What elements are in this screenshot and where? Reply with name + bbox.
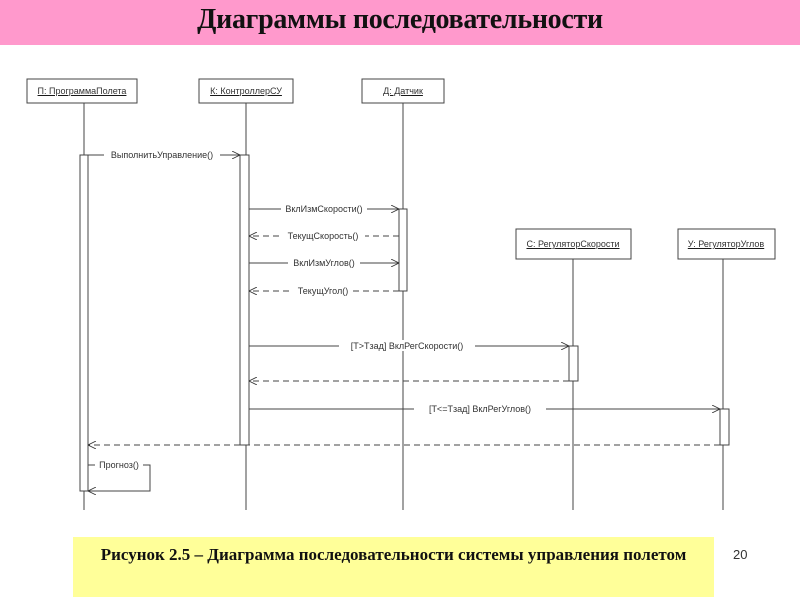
lifeline-label: К: КонтроллерСУ <box>210 86 282 96</box>
message-label: [T>Tзад] ВклРегСкорости() <box>351 341 464 351</box>
message-label: ТекущУгол() <box>298 286 348 296</box>
message-label: ТекущСкорость() <box>288 231 359 241</box>
lifeline-head-u <box>677 228 776 260</box>
message-label: Прогноз() <box>99 460 139 470</box>
lifeline-head-p <box>26 78 138 104</box>
message-label: ВклИзмУглов() <box>293 258 355 268</box>
figure-caption: Рисунок 2.5 – Диаграмма последовательнос… <box>73 537 714 597</box>
activation-d <box>398 208 408 292</box>
title-bar: Диаграммы последовательности <box>0 0 800 45</box>
activation-u <box>719 408 730 446</box>
lifeline-label: Д: Датчик <box>383 86 423 96</box>
lifeline-head-k <box>198 78 294 104</box>
lifeline-head-s <box>515 228 632 260</box>
activation-k <box>239 154 250 446</box>
lifeline-label: П: ПрограммаПолета <box>38 86 127 96</box>
message-label: [T<=Tзад] ВклРегУглов() <box>429 404 531 414</box>
lifeline-head-d <box>361 78 445 104</box>
lifeline-label: С: РегуляторСкорости <box>526 239 619 249</box>
message-label: ВклИзмСкорости() <box>285 204 362 214</box>
message-label: ВыполнитьУправление() <box>111 150 213 160</box>
slide-title: Диаграммы последовательности <box>197 4 603 35</box>
lifeline-label: У: РегуляторУглов <box>688 239 765 249</box>
page-number: 20 <box>733 547 748 562</box>
activation-p <box>79 154 89 492</box>
activation-s <box>568 345 579 382</box>
